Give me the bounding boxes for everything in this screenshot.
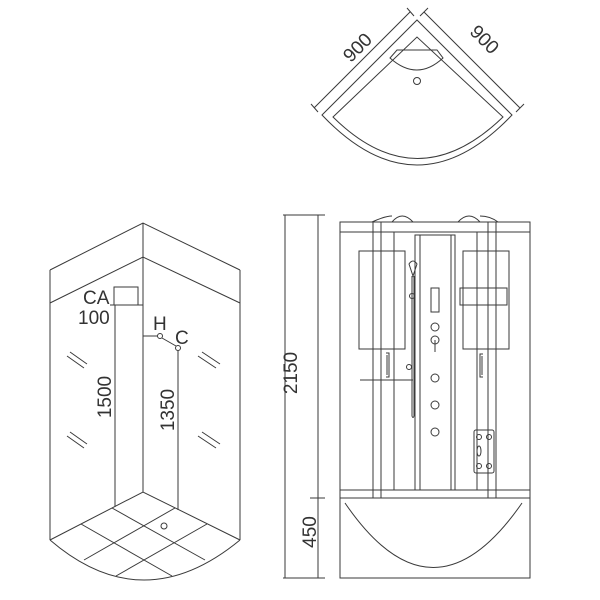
- body-jet-3: [430, 427, 440, 437]
- floor-outline: [49, 491, 241, 581]
- plan-inner-outline: [332, 36, 504, 159]
- dim-right-label: 900: [465, 21, 502, 58]
- hand-shower-head: [408, 260, 418, 278]
- plan-outer-outline: [321, 19, 513, 166]
- left-handle: [386, 352, 390, 378]
- ca-height-label: 100: [78, 308, 110, 329]
- front-view: 2150 450: [281, 214, 531, 579]
- glass-hatch-marks: [66, 351, 221, 449]
- water-lines: [143, 335, 179, 510]
- column-panel: [414, 234, 456, 491]
- cold-inlet: [175, 345, 181, 351]
- column-inner-lines: [419, 235, 452, 490]
- seat-screw: [486, 463, 492, 469]
- ca-box: [113, 286, 139, 306]
- hot-label: H: [153, 314, 167, 335]
- shower-rail: [411, 276, 415, 418]
- posts: [372, 222, 497, 498]
- seat-screw: [476, 434, 482, 440]
- left-window: [358, 250, 406, 350]
- rail-holder: [406, 364, 412, 370]
- right-window: [462, 250, 510, 350]
- seat-slot: [476, 445, 482, 457]
- control-knob: [430, 322, 440, 332]
- seat-panel: [473, 429, 495, 474]
- tray-lines: [340, 489, 530, 499]
- floor-tiles: [80, 507, 208, 577]
- plan-view: 900 900: [310, 7, 525, 166]
- seat-screw: [476, 463, 482, 469]
- roof-domes: [371, 215, 499, 223]
- tray-basin-curve: [344, 502, 523, 568]
- dim-line-left: [310, 7, 415, 113]
- body-jet-1: [430, 373, 440, 383]
- height-dim-lines: [283, 214, 325, 579]
- top-roof: [49, 222, 241, 540]
- tray-height-label: 450: [300, 516, 321, 548]
- floor-drain: [160, 522, 168, 530]
- hot-inlet: [157, 333, 163, 339]
- control-display: [430, 287, 440, 313]
- body-jet-2: [430, 400, 440, 410]
- seat-screw: [486, 434, 492, 440]
- dim-left-label: 900: [339, 29, 376, 66]
- cold-label: C: [175, 328, 189, 349]
- valve-dim-label: 1350: [158, 389, 179, 431]
- total-height-label: 2150: [281, 352, 302, 394]
- perspective-view: CA 100 1500 H C 1350: [49, 222, 241, 581]
- plan-seat: [389, 49, 444, 71]
- rail-slider: [409, 293, 415, 299]
- ca-dim-label: 1500: [95, 376, 116, 418]
- plan-drain: [413, 77, 421, 85]
- ca-dim-line: [110, 304, 143, 507]
- dim-line-right: [419, 7, 525, 113]
- ca-label: CA: [83, 288, 110, 309]
- cabin-outline: [339, 221, 531, 579]
- shelf-bar: [459, 287, 508, 306]
- right-handle: [479, 353, 483, 378]
